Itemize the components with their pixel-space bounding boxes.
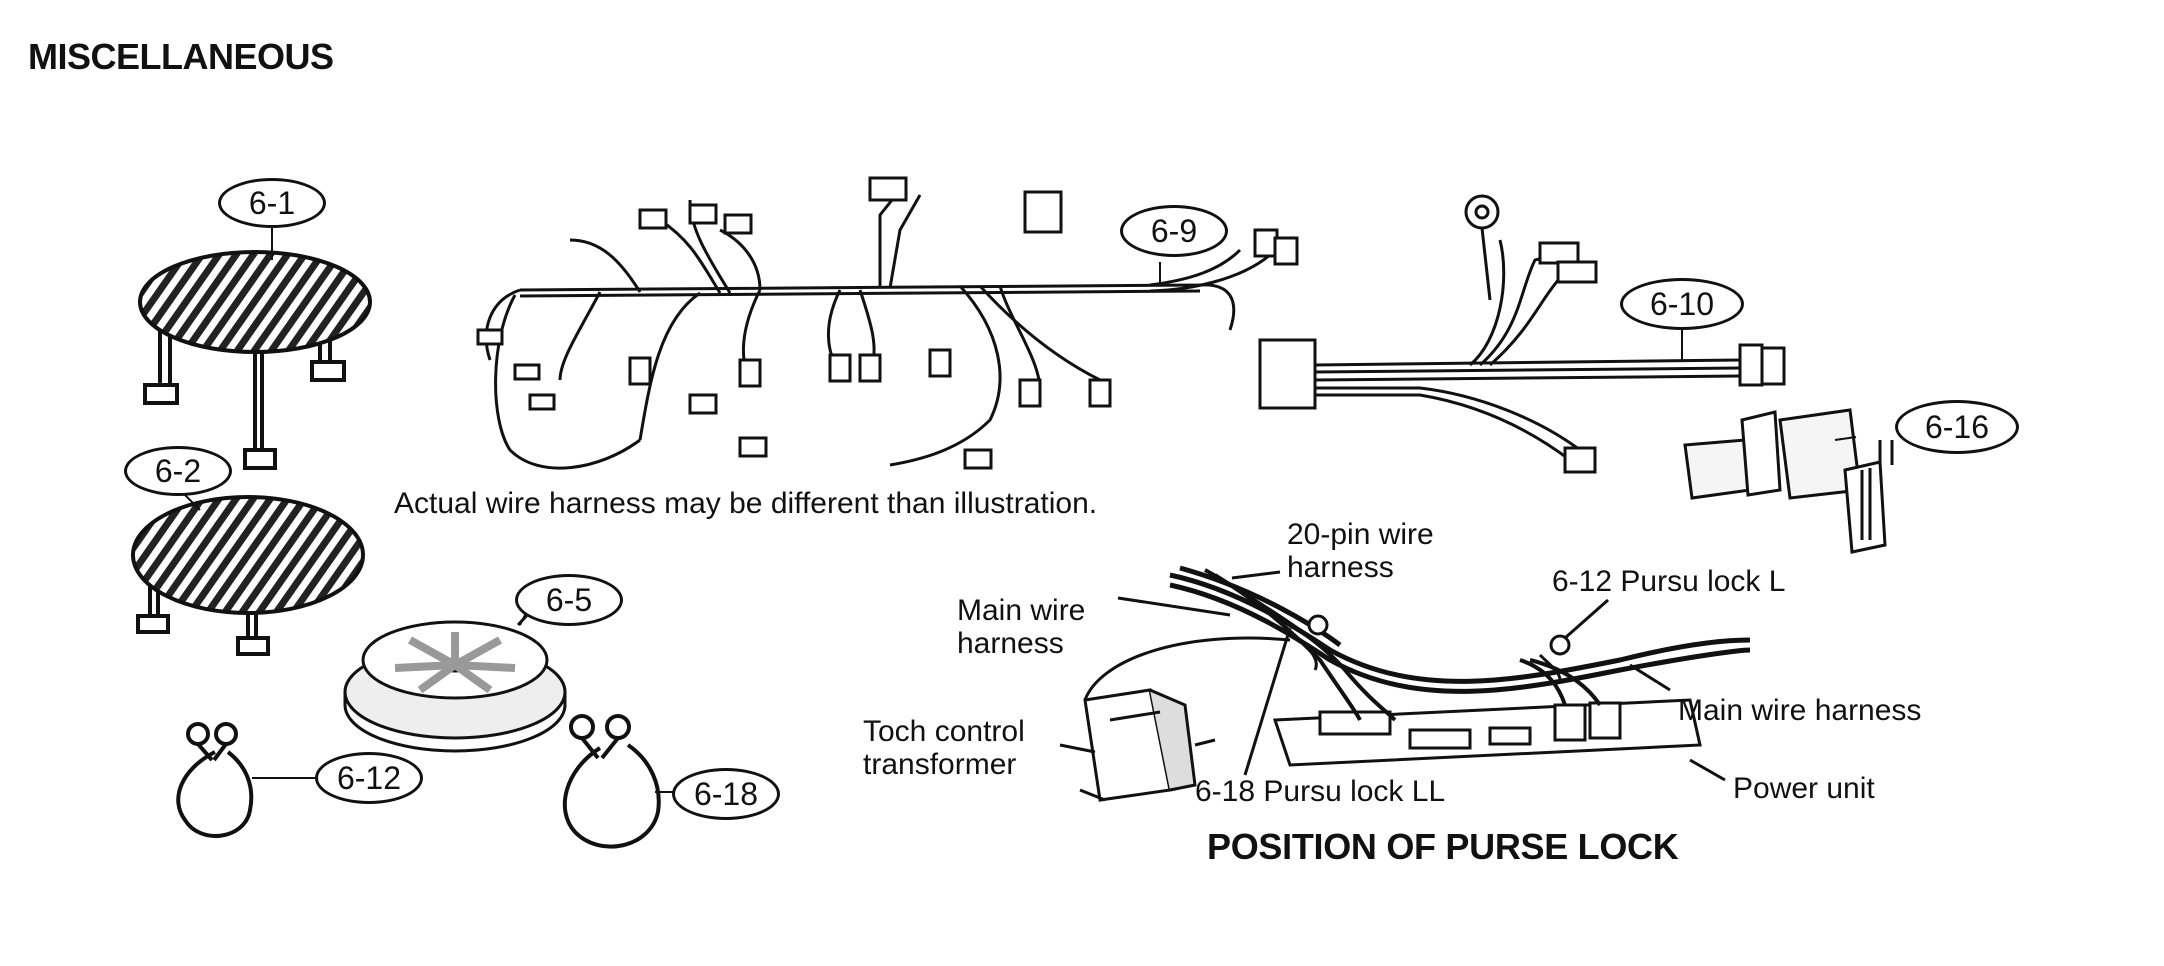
rack-6-1 (138, 250, 372, 470)
label-toch-transformer-text: Toch control transformer (863, 715, 1025, 781)
callout-6-16: 6-16 (1895, 400, 2019, 454)
label-20-pin-harness: 20-pin wire harness (1287, 518, 1434, 584)
wire-harness-6-10 (1258, 194, 1786, 474)
callout-6-12: 6-12 (315, 752, 423, 804)
callout-6-9: 6-9 (1120, 205, 1228, 257)
position-of-purse-lock-title: POSITION OF PURSE LOCK (1207, 826, 1679, 867)
label-pursu-lock-ll: 6-18 Pursu lock LL (1195, 775, 1446, 808)
callout-6-1: 6-1 (218, 178, 326, 228)
connector-6-16 (1683, 408, 1894, 554)
callout-6-2: 6-2 (124, 446, 232, 496)
label-main-harness-left: Main wire harness (957, 594, 1085, 660)
label-main-harness-left-text: Main wire harness (957, 594, 1086, 660)
clip-6-18 (562, 714, 675, 849)
label-pursu-lock-l: 6-12 Pursu lock L (1552, 565, 1786, 598)
callout-6-18: 6-18 (672, 768, 780, 820)
page-title: MISCELLANEOUS (28, 36, 334, 77)
label-toch-transformer: Toch control transformer (863, 715, 1025, 781)
purse-lock-assembly (1059, 565, 1751, 802)
label-main-harness-right: Main wire harness (1678, 694, 1922, 727)
clip-6-12 (176, 722, 315, 838)
label-power-unit: Power unit (1733, 772, 1875, 805)
callout-6-5: 6-5 (515, 574, 623, 626)
turntable-6-5 (343, 610, 567, 753)
label-20-pin-harness-text: 20-pin wire harness (1287, 518, 1434, 584)
rack-6-2 (131, 495, 365, 656)
harness-disclaimer-note: Actual wire harness may be different tha… (394, 487, 1098, 520)
callout-6-10: 6-10 (1620, 278, 1744, 330)
wire-harness-6-9 (476, 176, 1299, 470)
